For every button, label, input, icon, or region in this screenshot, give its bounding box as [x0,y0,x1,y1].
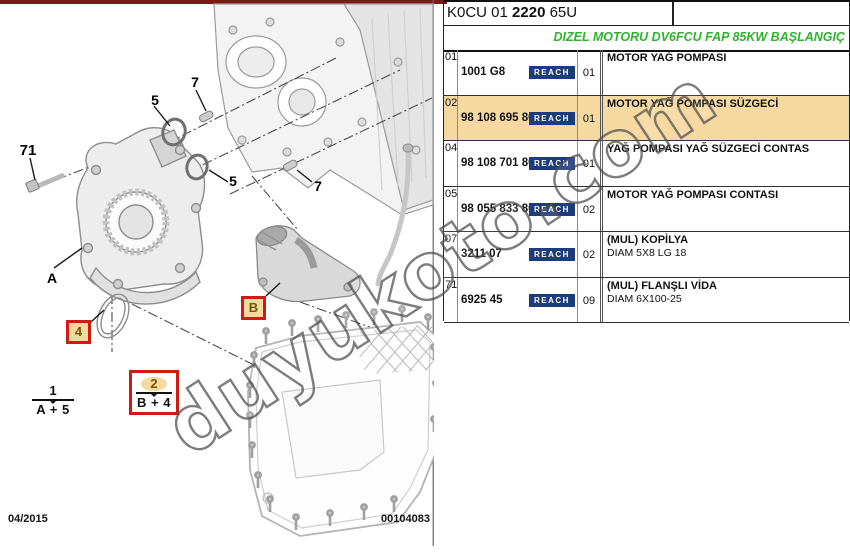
callout-bolt[interactable]: 71 [19,142,37,159]
reach-badge[interactable]: REACH [529,66,575,79]
strainer-drawing [255,225,361,303]
reference-cell: 98 055 833 80 REACH [458,186,578,231]
catalog-code-prefix: K0CU 01 [447,4,508,21]
table-row[interactable]: 07 3211 07 REACH 02 (MUL) KOPİLYA DIAM 5… [444,232,849,278]
callout-gasket-box[interactable]: 4 [66,320,91,344]
part-description-detail: DIAM 5X8 LG 18 [607,247,687,259]
quantity-cell: 09 [578,278,600,323]
header-divider [672,2,674,25]
part-reference: 98 108 695 80 [461,111,535,124]
callout-pin-right[interactable]: 7 [314,178,322,194]
callout-pump[interactable]: A [46,270,58,286]
part-description: MOTOR YAĞ POMPASI [607,52,727,64]
engine-block-drawing [213,3,434,216]
reference-cell: 98 108 695 80 REACH [458,95,578,140]
description-cell: MOTOR YAĞ POMPASI SÜZGECİ [600,95,849,140]
formula-1-brace [32,399,74,404]
formula-1-parts: A + 5 [36,402,70,417]
catalog-code-bold: 2220 [512,4,546,21]
reference-cell: 3211 07 REACH [458,232,578,277]
quantity: 01 [582,112,596,125]
reference-cell: 98 108 701 80 REACH [458,141,578,186]
parts-table: K0CU 01 2220 65U DIZEL MOTORU DV6FCU FAP… [443,0,850,323]
formula-2-parts: B + 4 [137,395,171,410]
quantity: 01 [582,67,596,79]
diagram-date: 04/2015 [8,513,48,525]
part-reference: 1001 G8 [461,66,506,78]
quantity-cell: 02 [578,187,600,232]
row-number: 04 [444,141,458,186]
description-cell: (MUL) KOPİLYA DIAM 5X8 LG 18 [600,232,849,277]
table-row[interactable]: 71 6925 45 REACH 09 (MUL) FLANŞLI VİDA D… [444,277,849,323]
row-number: 71 [444,277,458,322]
reference-cell: 1001 G8 REACH [458,50,578,95]
table-row[interactable]: 02 98 108 695 80 REACH 01 MOTOR YAĞ POMP… [444,95,849,141]
part-description: YAĞ POMPASI YAĞ SÜZGECİ CONTAS [607,143,810,155]
top-accent-bar [0,0,447,4]
row-number: 05 [444,186,458,231]
part-reference: 98 055 833 80 [461,202,535,215]
pin-top-drawing [198,110,214,123]
quantity: 01 [582,158,596,170]
oil-pan-drawing [247,321,434,537]
oring-top-drawing [161,117,187,147]
table-row[interactable]: 05 98 055 833 80 REACH 02 MOTOR YAĞ POMP… [444,186,849,232]
assembly-formula-2[interactable]: 2 B + 4 [129,370,179,415]
part-description-detail: DIAM 6X100-25 [607,292,682,305]
dipstick-tube-drawing [375,143,414,287]
quantity-cell: 02 [578,232,600,277]
reach-badge[interactable]: REACH [529,157,575,170]
row-number: 01 [444,50,458,95]
oil-pump-drawing [76,127,206,305]
reference-cell: 6925 45 REACH [458,277,578,322]
exploded-diagram-panel: 7 5 71 5 7 A 4 B 1 A + 5 2 B + 4 04/2015… [8,0,434,546]
quantity: 09 [582,294,596,307]
quantity-cell: 01 [578,96,600,141]
part-description: (MUL) FLANŞLI VİDA [607,279,717,292]
assembly-formula-1[interactable]: 1 A + 5 [30,384,76,417]
part-description: MOTOR YAĞ POMPASI SÜZGECİ [607,97,779,110]
bolt-drawing [25,172,65,193]
callout-pin-top[interactable]: 7 [191,74,199,90]
gasket-drawing [96,293,130,339]
part-description: (MUL) KOPİLYA [607,234,689,246]
callout-oring-right[interactable]: 5 [229,173,237,189]
description-cell: MOTOR YAĞ POMPASI [600,50,849,95]
formula-2-number: 2 [141,377,167,391]
engine-variant-subtitle: DIZEL MOTORU DV6FCU FAP 85KW BAŞLANGIÇ [553,30,845,44]
callout-leader-lines [29,89,313,323]
formula-2-brace [136,392,172,397]
quantity-cell: 01 [578,141,600,186]
oil-pan-studs [246,305,434,530]
description-cell: YAĞ POMPASI YAĞ SÜZGECİ CONTAS [600,141,849,186]
row-number: 07 [444,232,458,277]
subtitle-row: DIZEL MOTORU DV6FCU FAP 85KW BAŞLANGIÇ [444,25,849,52]
reach-badge[interactable]: REACH [529,202,575,216]
reach-badge[interactable]: REACH [529,248,575,261]
row-number: 02 [444,95,458,140]
table-row[interactable]: 01 1001 G8 REACH 01 MOTOR YAĞ POMPASI [444,50,849,96]
description-cell: MOTOR YAĞ POMPASI CONTASI [600,186,849,231]
part-reference: 98 108 701 80 [461,157,535,169]
quantity-cell: 01 [578,50,600,95]
pin-right-drawing [282,159,298,172]
quantity: 02 [582,249,596,261]
callout-oring-top[interactable]: 5 [151,92,159,108]
formula-1-number: 1 [49,383,57,398]
part-description: MOTOR YAĞ POMPASI CONTASI [607,188,779,201]
reach-badge[interactable]: REACH [529,293,575,307]
oring-right-drawing [185,153,209,181]
catalog-code-suffix: 65U [549,4,578,21]
reach-badge[interactable]: REACH [529,111,575,125]
catalog-code-header: K0CU 01 2220 65U [444,2,849,26]
table-row[interactable]: 04 98 108 701 80 REACH 01 YAĞ POMPASI YA… [444,141,849,187]
catalog-code: K0CU 01 2220 65U [447,4,577,21]
exploded-view-illustration [25,0,434,546]
quantity: 02 [582,203,596,216]
callout-strainer-box[interactable]: B [241,296,266,320]
part-reference: 6925 45 [461,293,503,306]
description-cell: (MUL) FLANŞLI VİDA DIAM 6X100-25 [600,277,849,322]
diagram-document-number: 00104083 [381,513,430,525]
part-reference: 3211 07 [461,248,502,260]
